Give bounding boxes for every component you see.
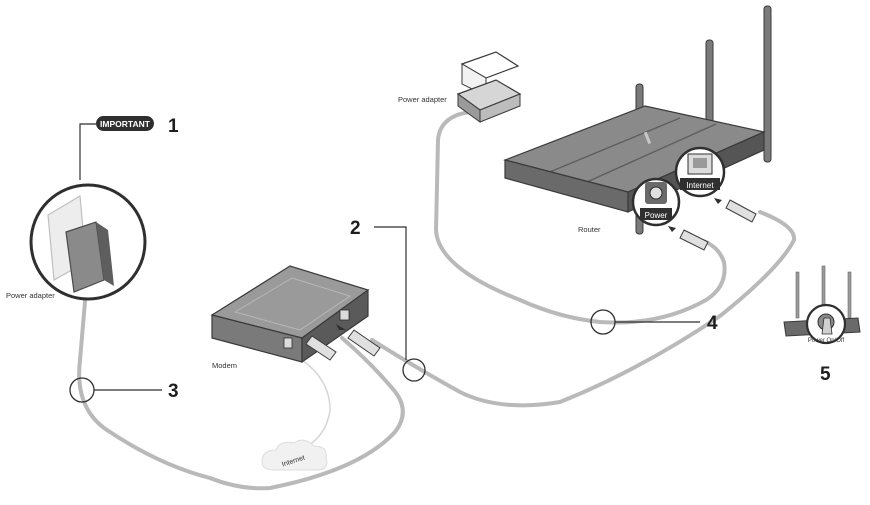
step2-callout: 2 bbox=[350, 218, 426, 382]
router-power-cable bbox=[434, 110, 727, 325]
router-label: Router bbox=[578, 225, 601, 234]
modem-label: Modem bbox=[212, 361, 237, 370]
step-4-number: 4 bbox=[707, 313, 718, 334]
power-jack-icon bbox=[649, 186, 663, 200]
router-power-adapter: Power adapter bbox=[398, 51, 522, 123]
modem-ethernet-port bbox=[339, 309, 350, 321]
power-port-zoom: Power bbox=[631, 177, 681, 227]
step-3-number: 3 bbox=[168, 381, 179, 402]
modem-plug-arrow bbox=[336, 324, 346, 330]
step-1-number: 1 bbox=[168, 116, 179, 137]
step4-callout: 4 bbox=[590, 309, 718, 335]
step3-callout: 3 bbox=[69, 377, 179, 403]
router-antenna-right bbox=[763, 5, 772, 163]
internet-port-label: Internet bbox=[686, 181, 714, 190]
wall-adapter-icon bbox=[47, 194, 114, 293]
internet-link bbox=[295, 359, 331, 453]
internet-cloud: Internet bbox=[261, 439, 328, 471]
hand-press-icon bbox=[821, 317, 833, 335]
step-2-number: 2 bbox=[350, 218, 361, 239]
left-power-cable bbox=[77, 288, 405, 491]
router-logo-mark bbox=[643, 131, 652, 144]
step5-callout: Power On/Off 5 bbox=[783, 265, 861, 385]
internet-port-zoom: Internet bbox=[674, 146, 726, 198]
modem: Modem bbox=[210, 265, 370, 370]
power-port-label: Power bbox=[645, 211, 668, 220]
important-badge-label: IMPORTANT bbox=[100, 119, 151, 129]
modem-router-ethernet-cable bbox=[370, 210, 797, 408]
power-adapter-top-label: Power adapter bbox=[398, 95, 447, 104]
power-adapter-left-label: Power adapter bbox=[6, 291, 55, 300]
step-5-number: 5 bbox=[820, 364, 831, 385]
router-plugs bbox=[668, 198, 757, 251]
modem-power-port bbox=[283, 337, 293, 349]
step1-leader-line bbox=[79, 123, 96, 180]
modem-plugs bbox=[305, 324, 381, 361]
cables bbox=[77, 110, 797, 491]
step1-callout: IMPORTANT 1 Power adapter bbox=[6, 116, 179, 301]
power-button-label: Power On/Off bbox=[808, 338, 845, 344]
step2-marker bbox=[402, 358, 426, 382]
important-badge bbox=[96, 116, 154, 131]
